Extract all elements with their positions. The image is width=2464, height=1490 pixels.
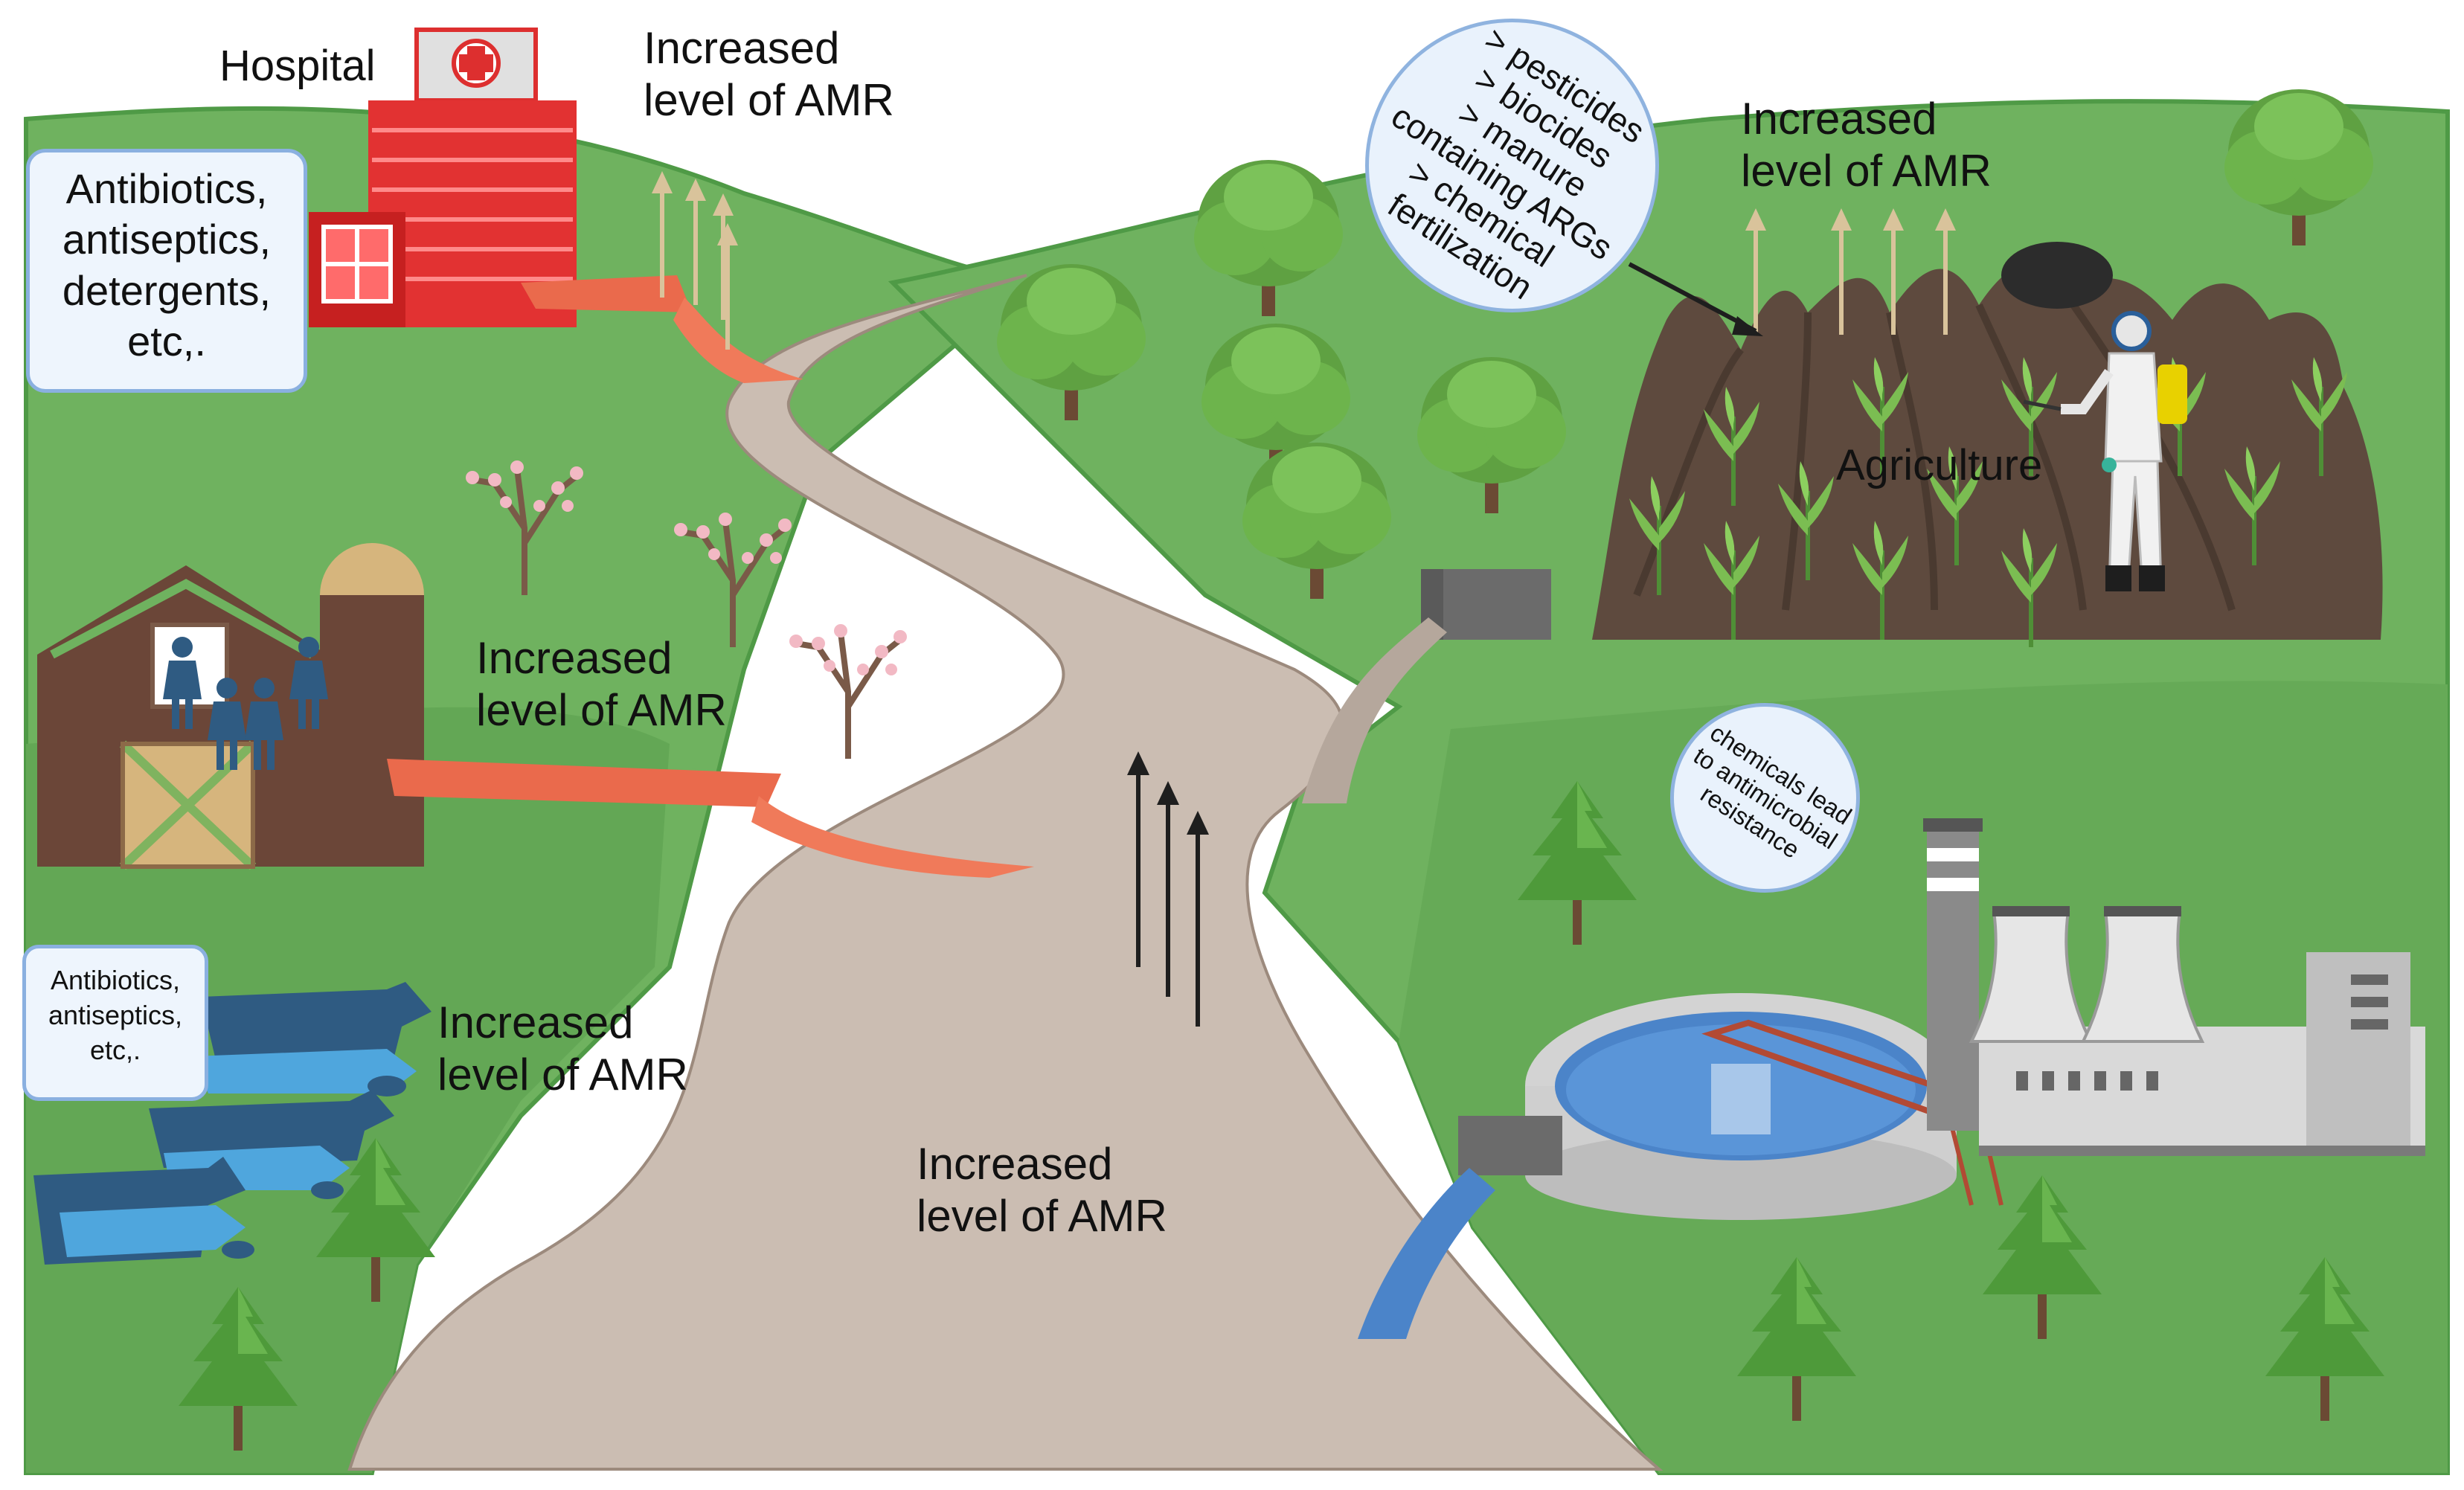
livestock-inputs-box: Antibiotics, antiseptics, etc,. (22, 945, 208, 1101)
effluent-flow (673, 298, 803, 383)
farmer-sprayer-icon (2023, 311, 2187, 591)
effluent-pipe (521, 275, 692, 312)
treatment-tank-icon (1358, 993, 2003, 1339)
industry-note-bubble: chemicals lead to antimicrobial resistan… (1670, 703, 1860, 893)
hospital-label: Hospital (219, 42, 376, 90)
soil-mound-icon (1592, 242, 2383, 640)
connector-arrow (1628, 262, 1757, 333)
drain-pipe-icon (1302, 569, 1551, 803)
cooling-tower-icon (1969, 906, 2205, 1043)
hospital-inputs-box: Antibiotics, antiseptics, detergents, et… (26, 149, 307, 393)
factory-icon (1923, 818, 2425, 1156)
agri-inputs-bubble: > pesticides > biocides > manure contain… (1365, 19, 1659, 312)
agriculture-label: Agriculture (1836, 441, 2043, 489)
effluent-pipe (387, 759, 781, 807)
livestock-icon (33, 982, 431, 1265)
effluent-flow (751, 796, 1034, 878)
